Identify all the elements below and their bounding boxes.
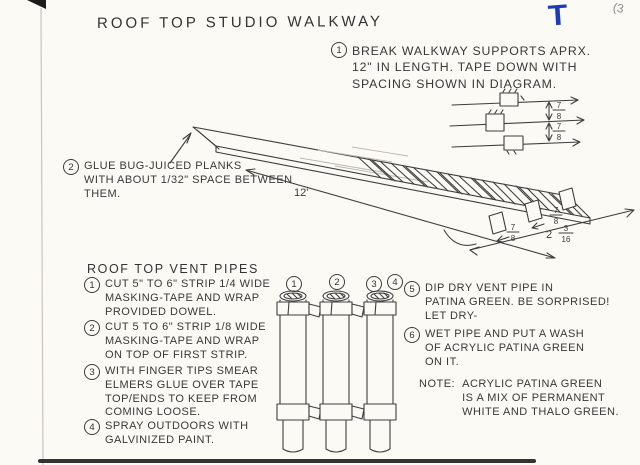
- vent-pipe-3: [363, 290, 397, 453]
- svg-text:3: 3: [564, 224, 569, 233]
- svg-text:8: 8: [511, 234, 516, 243]
- vent-step-2: 2 CUT 5 TO 6" STRIP 1/8 WIDE MASKING-TAP…: [84, 320, 284, 362]
- pointer-arrow: [169, 134, 191, 164]
- blue-marker-letter: T: [546, 0, 569, 33]
- walkway-drawing: 12' 7 8 7 8 2 3 16: [169, 126, 635, 259]
- length-dim-label: 12': [294, 187, 308, 199]
- page-title: ROOF TOP STUDIO WALKWAY: [96, 13, 384, 32]
- pipe-label-circle-2: 2: [329, 274, 345, 290]
- tape-ticks: [502, 88, 525, 101]
- tape-ticks: [506, 150, 517, 155]
- gap-dim-arrow: [545, 122, 553, 142]
- tape-tab: [351, 303, 365, 318]
- pipe-label-circle-4: 4: [387, 274, 403, 290]
- support-offset-fraction: 7 8: [506, 223, 520, 243]
- vent-pipe-1: [276, 290, 322, 453]
- rail-gap-fraction: 7 8: [552, 101, 566, 121]
- tape-tab: [308, 405, 322, 420]
- step-text: BREAK WALKWAY SUPPORTS APRX. 12" IN LENG…: [352, 44, 591, 91]
- svg-text:8: 8: [554, 217, 559, 226]
- length-dim-line: [245, 169, 556, 259]
- step-text: SPRAY OUTDOORS WITH GALVINIZED PAINT.: [105, 420, 249, 446]
- vent-pipes-drawing: [276, 290, 397, 453]
- dim-arrowhead: [245, 168, 256, 176]
- step-number-circle: 3: [84, 364, 100, 380]
- spacing-dim-line: [469, 209, 635, 251]
- small-dim-arrow: [496, 235, 510, 243]
- step-number-circle: 2: [84, 320, 100, 336]
- pipe-label-circle-1: 1: [286, 276, 302, 292]
- walkway-step-1: 1 BREAK WALKWAY SUPPORTS APRX. 12" IN LE…: [331, 42, 633, 92]
- walkway-support-block: [558, 187, 577, 211]
- support-spacing-dimension: 2 3 16: [546, 224, 574, 244]
- walkway-support-block: [488, 211, 507, 235]
- support-offset-fraction: 7 8: [549, 206, 563, 226]
- corner-mark: [27, 0, 46, 9]
- vent-pipes-heading: ROOF TOP VENT PIPES: [87, 262, 259, 276]
- step-text: CUT 5 TO 6" STRIP 1/8 WIDE MASKING-TAPE …: [105, 321, 266, 361]
- vent-step-6: 6 WET PIPE AND PUT A WASH OF ACRYLIC PAT…: [404, 327, 632, 369]
- step-number-circle: 6: [404, 327, 420, 343]
- note-label: NOTE:: [419, 378, 456, 390]
- svg-text:8: 8: [557, 133, 562, 142]
- svg-text:16: 16: [562, 235, 571, 244]
- svg-text:7: 7: [557, 122, 562, 131]
- tape-block: [503, 135, 524, 151]
- dim-arrowhead: [545, 252, 556, 259]
- step-number-circle: 5: [404, 281, 420, 297]
- deck-sketch-lines: [299, 146, 429, 183]
- tape-tab: [308, 303, 322, 318]
- vent-step-4: 4 SPRAY OUTDOORS WITH GALVINIZED PAINT.: [84, 419, 284, 448]
- gap-dim-arrow: [545, 101, 553, 121]
- dim-arrowhead: [624, 208, 635, 218]
- paper-edge-line: [40, 7, 44, 465]
- step-text: WITH FINGER TIPS SMEAR ELMERS GLUE OVER …: [105, 365, 259, 419]
- walkway-support-block: [524, 199, 543, 223]
- svg-text:2: 2: [546, 229, 552, 241]
- svg-text:8: 8: [557, 112, 562, 121]
- dim-arrowhead: [469, 246, 480, 256]
- deck-plank-gaps: [371, 159, 575, 216]
- deck-planks: [357, 156, 583, 217]
- note-text: ACRYLIC PATINA GREEN IS A MIX OF PERMANE…: [462, 378, 619, 418]
- vent-step-5: 5 DIP DRY VENT PIPE IN PATINA GREEN. BE …: [404, 281, 632, 323]
- step-number-circle: 1: [84, 277, 100, 293]
- step-text: CUT 5" TO 6" STRIP 1/4 WIDE MASKING-TAPE…: [105, 278, 271, 318]
- leader-arc: [443, 229, 477, 246]
- page-number: (3: [611, 0, 625, 16]
- tape-ticks: [488, 109, 504, 114]
- step-text: WET PIPE AND PUT A WASH OF ACRYLIC PATIN…: [425, 328, 585, 368]
- tape-tab: [351, 405, 365, 420]
- svg-text:7: 7: [554, 206, 559, 215]
- tape-block: [499, 92, 519, 107]
- note-block: NOTE: ACRYLIC PATINA GREEN IS A MIX OF P…: [419, 378, 635, 419]
- step-number-circle: 2: [63, 159, 79, 175]
- vent-step-3: 3 WITH FINGER TIPS SMEAR ELMERS GLUE OVE…: [84, 364, 284, 420]
- walkway-step-2: 2 GLUE BUG-JUICED PLANKS WITH ABOUT 1/32…: [63, 159, 305, 201]
- rail-gap-fraction: 7 8: [552, 122, 566, 142]
- svg-text:7: 7: [557, 101, 562, 110]
- step-number-circle: 4: [84, 419, 100, 435]
- step-text: DIP DRY VENT PIPE IN PATINA GREEN. BE SO…: [425, 282, 610, 322]
- pointer-arrowhead: [182, 132, 192, 144]
- vent-step-1: 1 CUT 5" TO 6" STRIP 1/4 WIDE MASKING-TA…: [84, 277, 284, 319]
- deck-end-plank-line: [196, 129, 220, 150]
- step-text: GLUE BUG-JUICED PLANKS WITH ABOUT 1/32" …: [84, 160, 293, 200]
- pipe-label-circle-3: 3: [366, 276, 382, 292]
- support-spacing-detail: 7 8 7 8: [449, 88, 585, 155]
- small-dim-arrow: [531, 222, 545, 230]
- scan-artifacts: [27, 0, 46, 465]
- rail-line: [449, 116, 585, 127]
- step-number-circle: 1: [331, 42, 347, 58]
- vent-pipe-2: [319, 290, 365, 453]
- tape-block: [485, 113, 505, 132]
- svg-text:7: 7: [511, 223, 516, 232]
- scan-edge-bar: [38, 459, 536, 463]
